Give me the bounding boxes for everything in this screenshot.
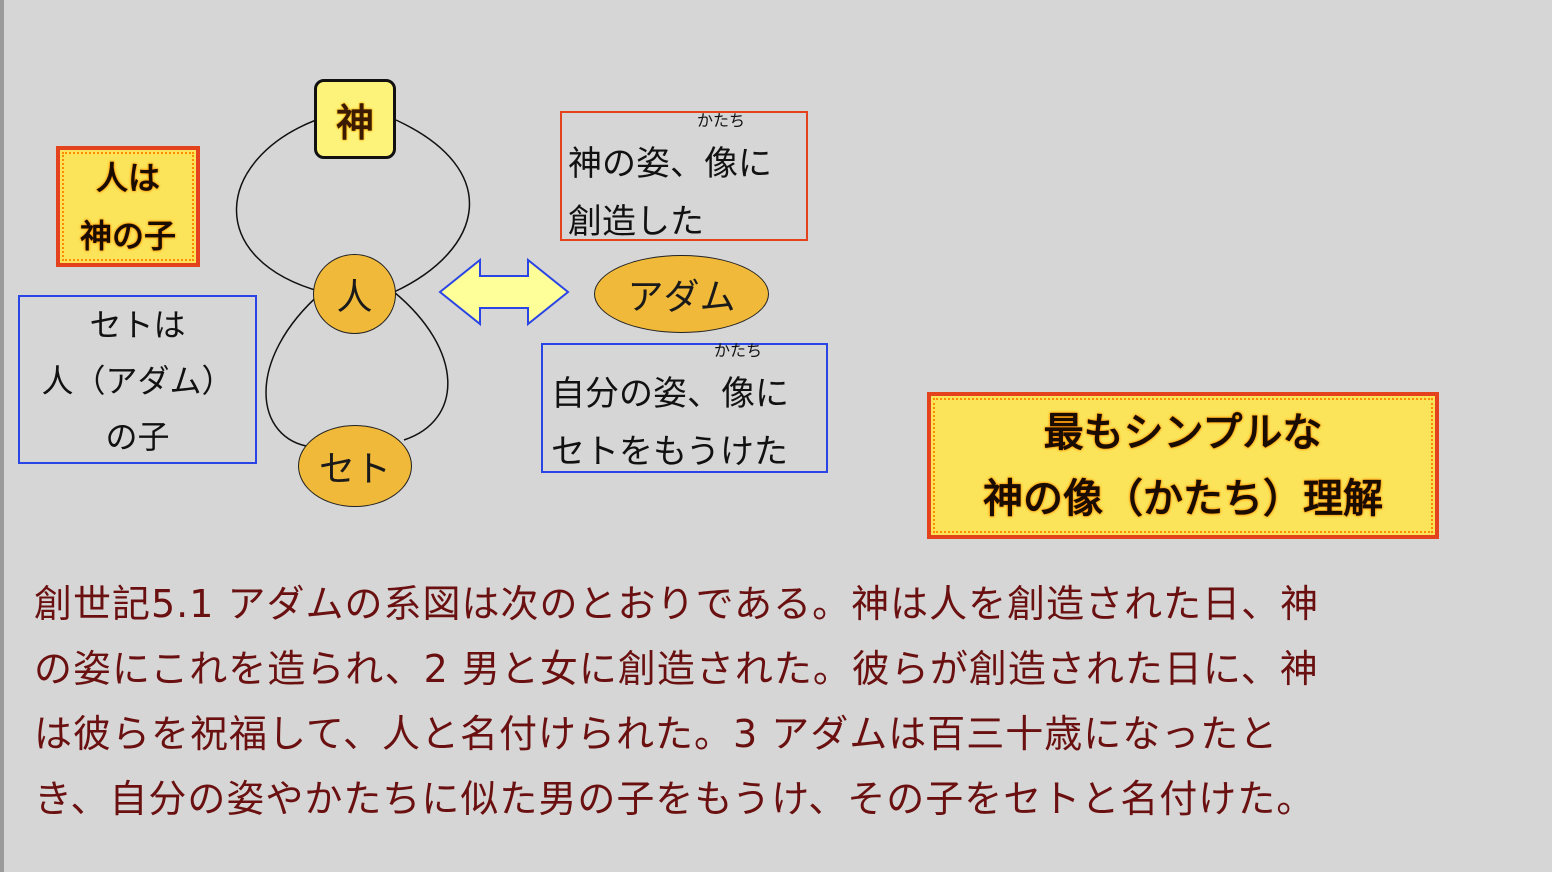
god-image-note-line1: 神の姿、像 かたちに — [568, 113, 806, 193]
child-of-god-line1: 人は — [95, 158, 160, 197]
adam-label: アダム — [627, 277, 736, 318]
god-man-loop-right — [393, 119, 470, 293]
seth-note-line1: セトは — [89, 306, 186, 344]
god-image-note-before: 神の姿、 — [568, 144, 704, 184]
god-image-note-ruby-base: 像 — [704, 144, 738, 184]
scripture-line: 創世記5.1 アダムの系図は次のとおりである。神は人を創造された日、神 — [34, 582, 1320, 626]
man-label: 人 — [336, 277, 373, 318]
god-label: 神 — [335, 100, 374, 145]
simple-understanding-line1: 最もシンプルな — [1043, 409, 1323, 456]
god-image-note-ruby-text: かたち — [696, 111, 746, 130]
self-image-note-ruby-base: 像 — [721, 374, 755, 414]
scripture-line: は彼らを祝福して、人と名付けられた。3 アダムは百三十歳になったと — [34, 712, 1279, 756]
child-of-god-line2: 神の子 — [79, 216, 176, 255]
simple-understanding-line2: 神の像（かたち）理解 — [983, 475, 1383, 522]
god-image-note-after: に — [738, 144, 772, 184]
god-man-loop-left — [235, 119, 323, 293]
connector-lines — [235, 119, 570, 448]
self-image-note-line1: 自分の姿、像 かたちに — [551, 343, 826, 423]
self-image-note-before: 自分の姿、 — [551, 374, 721, 414]
self-image-note-box: 自分の姿、像 かたちに セトをもうけた — [541, 343, 828, 473]
god-node: 神 — [314, 79, 396, 159]
self-image-note-ruby-text: かたち — [713, 341, 763, 360]
seth-note-line2: 人（アダム） — [41, 362, 234, 400]
man-seth-loop-left — [265, 291, 323, 448]
seth-label: セト — [318, 449, 391, 490]
seth-note-line3: の子 — [105, 418, 170, 456]
god-image-note-box: 神の姿、像 かたちに 創造した — [560, 111, 808, 242]
scripture-passage: 創世記5.1 アダムの系図は次のとおりである。神は人を創造された日、神 の姿にこ… — [34, 572, 1534, 832]
scripture-line: の姿にこれを造られ、2 男と女に創造された。彼らが創造された日に、神 — [34, 647, 1319, 691]
man-node: 人 — [313, 254, 396, 334]
double-arrow-icon — [438, 257, 570, 327]
seth-node: セト — [298, 425, 412, 507]
self-image-note-after: に — [755, 374, 789, 414]
seth-note-box: セトは 人（アダム） の子 — [18, 295, 257, 464]
self-image-note-ruby: 像かたち — [714, 343, 762, 423]
child-of-god-box: 人は 神の子 — [56, 146, 200, 267]
god-image-note-line2: 創造した — [568, 202, 704, 242]
simple-understanding-box: 最もシンプルな 神の像（かたち）理解 — [927, 392, 1439, 539]
self-image-note-line2: セトをもうけた — [551, 432, 788, 472]
man-seth-loop-right — [393, 291, 449, 441]
god-image-note-ruby: 像かたち — [697, 113, 745, 193]
adam-node: アダム — [594, 255, 769, 333]
scripture-line: き、自分の姿やかたちに似た男の子をもうけ、その子をセトと名付けた。 — [34, 777, 1316, 821]
